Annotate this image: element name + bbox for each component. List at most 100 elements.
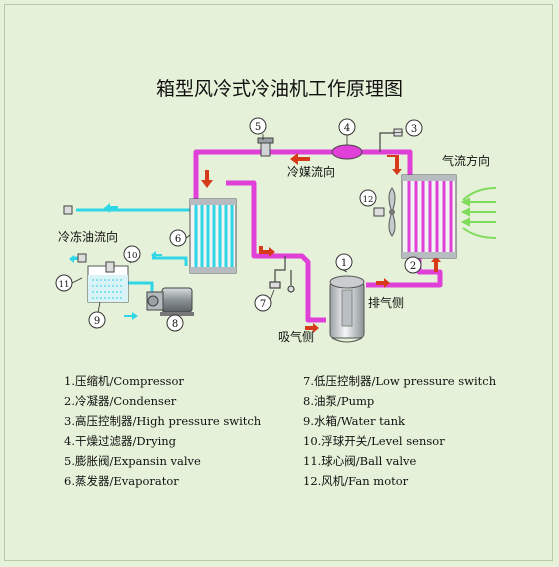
legend-item: 2.冷凝器/Condenser	[64, 394, 284, 409]
legend-number: 1.	[64, 374, 75, 388]
legend-item: 12.风机/Fan motor	[303, 474, 503, 489]
label-suction-side: 吸气侧	[278, 330, 315, 344]
callout-circle-6	[169, 229, 187, 247]
pipe-top-right	[362, 149, 413, 177]
water-tank	[87, 265, 129, 303]
callout-number-1: 1	[341, 258, 347, 269]
oil-pump	[146, 287, 194, 316]
legend-number: 10.	[303, 434, 322, 448]
evaporator	[189, 198, 237, 274]
callout-circles	[55, 117, 423, 332]
legend-item: 9.水箱/Water tank	[303, 414, 503, 429]
callout-number-3: 3	[411, 124, 417, 135]
callout-number-4: 4	[344, 123, 350, 134]
arrow-oil-left	[69, 255, 80, 263]
arrow-exhaust	[376, 278, 390, 288]
legend-item: 5.膨胀阀/Expansin valve	[64, 454, 284, 469]
legend-number: 11.	[303, 454, 322, 468]
callout-circle-7	[254, 294, 272, 312]
legend-text: 高压控制器/High pressure switch	[74, 414, 262, 428]
legend-text: 压缩机/Compressor	[74, 374, 184, 388]
legend-item: 10.浮球开关/Level sensor	[303, 434, 503, 449]
level-sensor	[105, 261, 115, 273]
compressor	[329, 275, 365, 343]
legend-number: 9.	[303, 414, 314, 428]
legend-text: 球心阀/Ball valve	[321, 454, 417, 468]
label-airflow-direction: 气流方向	[442, 154, 491, 168]
callout-number-10: 10	[127, 251, 138, 261]
callout-number-2: 2	[410, 261, 416, 272]
legend-item: 8.油泵/Pump	[303, 394, 503, 409]
label-oil-flow: 冷冻油流向	[58, 230, 119, 244]
callout-circle-2	[404, 256, 422, 274]
arrow-oil-bottom	[124, 312, 138, 320]
callout-number-7: 7	[260, 299, 266, 310]
legend-text: 膨胀阀/Expansin valve	[74, 454, 201, 468]
legend-number: 6.	[64, 474, 75, 488]
callout-number-8: 8	[172, 319, 178, 330]
legend-text: 风机/Fan motor	[321, 474, 409, 488]
flow-arrows	[69, 153, 441, 333]
legend-text: 水箱/Water tank	[313, 414, 405, 428]
legend-text: 蒸发器/Evaporator	[74, 474, 179, 488]
callout-number-5: 5	[255, 122, 261, 133]
legend-number: 3.	[64, 414, 75, 428]
callout-circle-8	[166, 314, 184, 332]
arrow-refrigerant	[290, 153, 310, 165]
condenser	[401, 174, 457, 259]
callout-number-11: 11	[59, 280, 70, 290]
callout-circle-11	[55, 274, 73, 292]
pipe-condenser-out	[366, 258, 443, 288]
legend-item: 4.干燥过滤器/Drying	[64, 434, 284, 449]
callout-circle-3	[405, 119, 423, 137]
callout-circle-4	[338, 118, 356, 136]
callout-circle-10	[123, 245, 141, 263]
legend-item: 1.压缩机/Compressor	[64, 374, 284, 389]
arrow-top-right	[387, 155, 402, 175]
legend-text: 浮球开关/Level sensor	[321, 434, 445, 448]
diagram-title: 箱型风冷式冷油机工作原理图	[155, 78, 403, 100]
callout-number-9: 9	[94, 316, 100, 327]
arrow-oil-in	[151, 251, 162, 259]
legend-number: 7.	[303, 374, 314, 388]
callout-circle-5	[249, 117, 267, 135]
legend-column-1: 1.压缩机/Compressor 2.冷凝器/Condenser 3.高压控制器…	[64, 374, 284, 494]
arrow-oil-out	[104, 203, 118, 213]
ball-valve	[63, 205, 87, 263]
legend-number: 5.	[64, 454, 75, 468]
legend-number: 2.	[64, 394, 75, 408]
legend-item: 11.球心阀/Ball valve	[303, 454, 503, 469]
legend-number: 12.	[303, 474, 322, 488]
pipe-evap-out	[226, 180, 326, 323]
low-pressure-switch	[269, 256, 295, 293]
oil-line-in	[152, 256, 188, 266]
legend-text: 油泵/Pump	[313, 394, 375, 408]
legend-item: 6.蒸发器/Evaporator	[64, 474, 284, 489]
diagram-frame	[4, 4, 553, 561]
fan-motor	[373, 187, 396, 237]
arrow-evap-mid	[259, 246, 275, 257]
legend-number: 4.	[64, 434, 75, 448]
airflow-arrows	[460, 187, 497, 239]
callout-circle-1	[335, 253, 353, 271]
legend-item: 3.高压控制器/High pressure switch	[64, 414, 284, 429]
callout-number-6: 6	[175, 234, 181, 245]
legend-column-2: 7.低压控制器/Low pressure switch 8.油泵/Pump 9.…	[303, 374, 503, 494]
arrow-up-right	[431, 256, 441, 272]
arrow-suction	[305, 323, 319, 333]
drying-filter	[331, 144, 363, 160]
expansion-valve	[257, 137, 274, 157]
label-exhaust-side: 排气侧	[368, 296, 405, 310]
legend-item: 7.低压控制器/Low pressure switch	[303, 374, 503, 389]
legend-text: 低压控制器/Low pressure switch	[313, 374, 497, 388]
legend-text: 冷凝器/Condenser	[74, 394, 177, 408]
callout-number-12: 12	[363, 195, 374, 205]
callout-circle-12	[359, 189, 377, 207]
legend-text: 干燥过滤器/Drying	[74, 434, 177, 448]
arrow-down-left	[201, 170, 213, 188]
pipe-top	[193, 149, 332, 206]
label-refrigerant-flow: 冷媒流向	[287, 165, 336, 179]
legend-number: 8.	[303, 394, 314, 408]
callout-circle-9	[88, 311, 106, 329]
